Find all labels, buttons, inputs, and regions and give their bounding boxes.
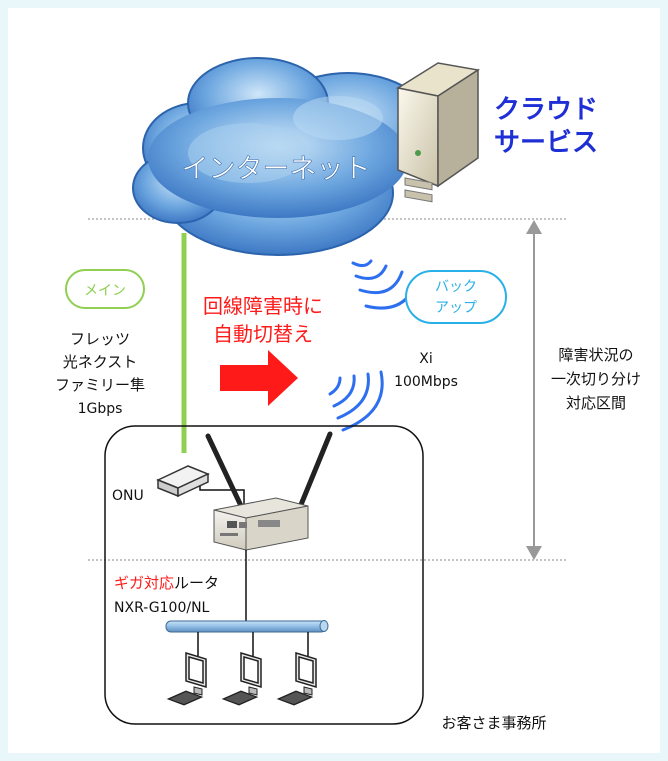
main-line-text-2: 光ネクスト	[63, 353, 138, 371]
internet-label: インターネット	[182, 154, 371, 185]
internet-cloud-icon	[132, 57, 434, 256]
isolation-text-3: 対応区間	[566, 394, 626, 412]
computer-icon-1	[166, 651, 207, 706]
router-model: NXR-G100/NL	[114, 600, 210, 616]
computer-icon-3	[276, 651, 317, 706]
main-line-text-1: フレッツ	[70, 330, 130, 348]
onu-label: ONU	[112, 488, 144, 504]
failover-text-1: 回線障害時に	[203, 294, 323, 318]
xi-text-1: Xi	[419, 351, 432, 367]
server-icon	[396, 62, 481, 203]
office-label: お客さま事務所	[441, 714, 546, 732]
backup-badge-line1: バック	[435, 279, 477, 295]
router-label-suffix: ルータ	[174, 574, 219, 592]
router-label-highlight: ギガ対応	[114, 574, 174, 592]
failover-arrow	[220, 350, 298, 406]
diagram-canvas: インターネット クラウド サービス メイン フレッツ 光ネクスト ファミリー隼 …	[8, 8, 660, 753]
main-line-text-4: 1Gbps	[78, 401, 123, 417]
wireless-waves-router	[328, 370, 384, 432]
onu-icon	[156, 465, 210, 498]
main-badge-label: メイン	[84, 283, 126, 299]
isolation-text-1: 障害状況の	[558, 346, 633, 364]
office-boundary	[104, 425, 424, 725]
backup-badge	[405, 270, 507, 324]
router-icon	[205, 431, 333, 551]
computer-icon-2	[221, 651, 262, 706]
cloud-service-line2: サービス	[494, 128, 598, 158]
backup-badge-line2: アップ	[435, 300, 477, 316]
cloud-service-line1: クラウド	[494, 95, 598, 125]
isolation-text-2: 一次切り分け	[551, 370, 641, 388]
isolation-range-arrow	[526, 220, 542, 560]
xi-text-2: 100Mbps	[394, 374, 458, 390]
failover-text-2: 自動切替え	[213, 322, 313, 346]
main-badge	[65, 269, 145, 309]
router-label: ギガ対応ルータ	[114, 574, 219, 592]
main-line-text-3: ファミリー隼	[55, 376, 145, 394]
lan-bus-icon	[165, 620, 329, 633]
network-diagram: インターネット クラウド サービス メイン フレッツ 光ネクスト ファミリー隼 …	[55, 57, 641, 732]
